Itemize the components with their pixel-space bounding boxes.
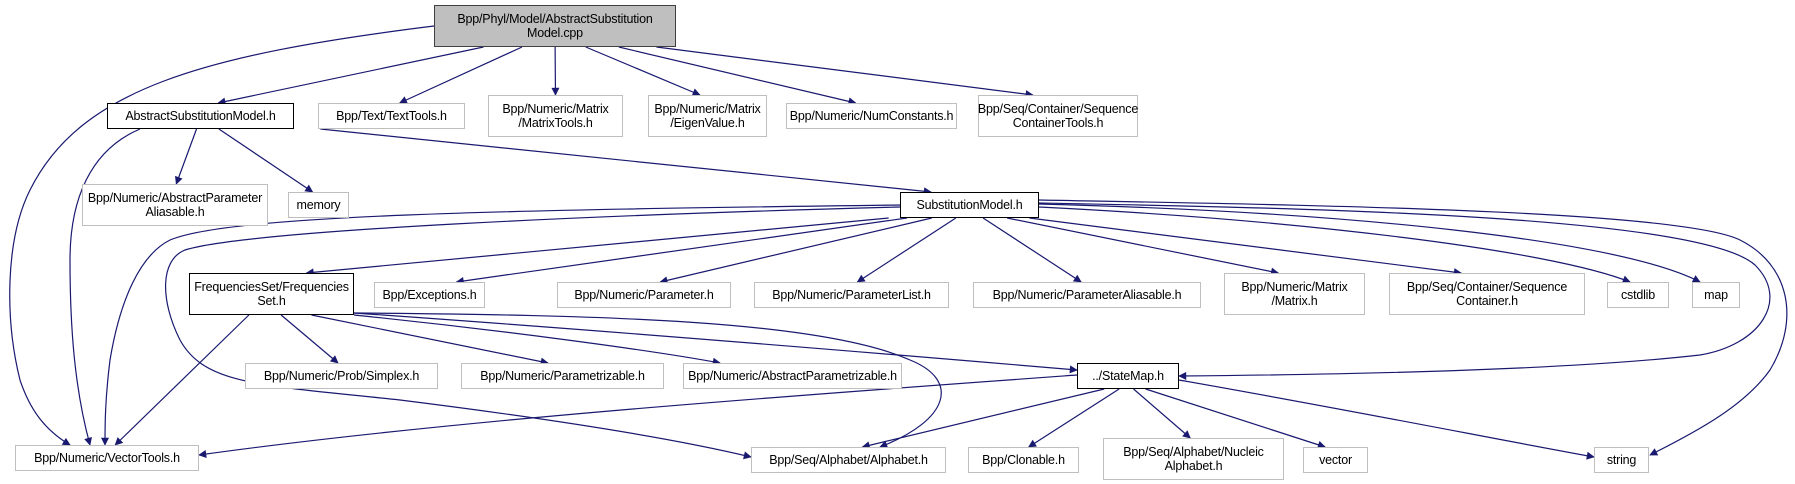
edge-asm_h-to-absparamalias — [175, 128, 198, 185]
node-parametrizable-h: Bpp/Numeric/Parametrizable.h — [461, 363, 664, 389]
node-abstract-substitution-model-h[interactable]: AbstractSubstitutionModel.h — [107, 103, 294, 129]
edge-asm_h-to-vectortools — [69, 128, 141, 446]
node-substitution-model-h[interactable]: SubstitutionModel.h — [900, 192, 1039, 218]
node-nucleic-alphabet-h: Bpp/Seq/Alphabet/Nucleic Alphabet.h — [1103, 438, 1284, 480]
node-num-constants-h: Bpp/Numeric/NumConstants.h — [786, 103, 957, 129]
edge-freqset-to-alphabet — [353, 312, 942, 449]
edge-sm_h-to-parameter — [659, 217, 932, 285]
edge-sm_h-to-paramalias — [982, 217, 1082, 283]
node-matrix-tools-h: Bpp/Numeric/Matrix /MatrixTools.h — [488, 95, 623, 137]
edge-sm_h-to-seqcont — [1029, 217, 1462, 277]
edge-sm_h-to-exceptions — [455, 217, 908, 285]
edge-root-to-seqconttools — [656, 46, 1034, 99]
node-clonable-h: Bpp/Clonable.h — [968, 447, 1079, 473]
edge-root-to-eigenvalue — [585, 46, 701, 96]
edge-sm_h-to-paramlist — [856, 217, 957, 283]
edge-sm_h-to-string — [1038, 199, 1788, 456]
edge-root-to-numconstants — [618, 46, 857, 106]
edge-sm_h-to-matrix — [1007, 217, 1280, 276]
edge-sm_h-to-statemap — [1038, 202, 1771, 380]
node-parameter-aliasable-h: Bpp/Numeric/ParameterAliasable.h — [973, 282, 1201, 308]
edge-root-to-texttools — [398, 46, 523, 104]
node-simplex-h: Bpp/Numeric/Prob/Simplex.h — [245, 363, 438, 389]
edge-asm_h-to-sm_h — [320, 128, 932, 196]
node-alphabet-h: Bpp/Seq/Alphabet/Alphabet.h — [751, 447, 946, 473]
edge-statemap-to-vector — [1145, 388, 1326, 449]
edge-root-to-asm_h — [217, 46, 484, 106]
node-matrix-h: Bpp/Numeric/Matrix /Matrix.h — [1224, 273, 1365, 315]
node-frequencies-set-h[interactable]: FrequenciesSet/Frequencies Set.h — [189, 273, 354, 315]
node-sequence-container-tools-h: Bpp/Seq/Container/Sequence ContainerTool… — [978, 95, 1138, 137]
node-text-tools-h: Bpp/Text/TextTools.h — [318, 103, 465, 129]
edge-freqset-to-absparametrizable — [353, 314, 721, 366]
edge-statemap-to-alphabet — [861, 388, 1105, 450]
edge-statemap-to-string — [1178, 379, 1595, 460]
edge-freqset-to-parametrizable — [311, 314, 549, 366]
node-vector: vector — [1303, 447, 1368, 473]
edge-sm_h-to-alphabet — [164, 206, 901, 460]
node-abstract-parameter-aliasable-h: Bpp/Numeric/AbstractParameter Aliasable.… — [82, 184, 268, 226]
node-state-map-h[interactable]: ../StateMap.h — [1077, 363, 1179, 389]
edge-statemap-to-clonable — [1028, 388, 1120, 448]
edge-sm_h-to-vectortools — [101, 204, 901, 446]
node-exceptions-h: Bpp/Exceptions.h — [374, 282, 485, 308]
edge-freqset-to-vectortools — [114, 314, 250, 446]
edge-sm_h-to-map — [1038, 203, 1701, 283]
edge-freqset-to-statemap — [353, 312, 1078, 374]
edge-freqset-to-simplex — [280, 314, 339, 364]
edge-asm_h-to-memory — [218, 128, 314, 193]
node-eigen-value-h: Bpp/Numeric/Matrix /EigenValue.h — [648, 95, 767, 137]
edge-root-to-vectortools — [9, 25, 435, 446]
node-root-abstract-substitution-model-cpp: Bpp/Phyl/Model/AbstractSubstitution Mode… — [434, 5, 676, 47]
node-parameter-list-h: Bpp/Numeric/ParameterList.h — [754, 282, 949, 308]
edge-statemap-to-nucleic — [1133, 388, 1191, 439]
node-vector-tools-h: Bpp/Numeric/VectorTools.h — [15, 445, 199, 471]
node-parameter-h: Bpp/Numeric/Parameter.h — [557, 282, 731, 308]
node-memory: memory — [288, 192, 349, 218]
node-sequence-container-h: Bpp/Seq/Container/Sequence Container.h — [1389, 273, 1585, 315]
node-map: map — [1692, 282, 1740, 308]
node-string: string — [1594, 447, 1649, 473]
edge-statemap-to-vectortools — [198, 374, 1078, 458]
edge-sm_h-to-freqset — [305, 217, 889, 277]
edge-sm_h-to-cstdlib — [1038, 206, 1631, 284]
node-abstract-parametrizable-h: Bpp/Numeric/AbstractParametrizable.h — [683, 363, 902, 389]
node-cstdlib: cstdlib — [1607, 282, 1669, 308]
